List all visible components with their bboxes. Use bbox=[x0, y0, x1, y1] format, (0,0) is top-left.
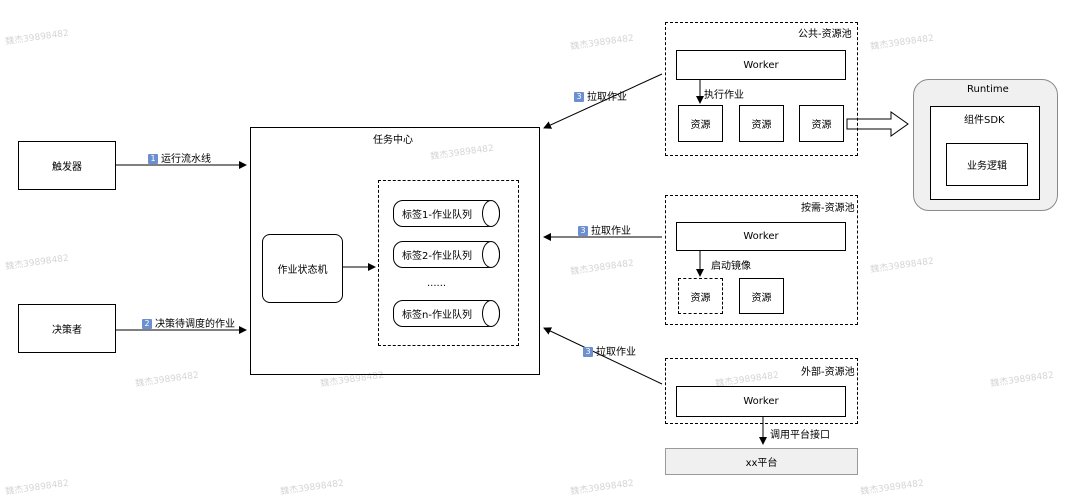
queue-2: 标签2-作业队列 bbox=[393, 241, 500, 268]
queue-ellipsis: ...... bbox=[427, 278, 447, 289]
ondemand-pool bbox=[665, 195, 858, 325]
arrow-public-pull bbox=[543, 73, 663, 129]
queue-1: 标签1-作业队列 bbox=[393, 200, 500, 227]
arrow-external-pull bbox=[543, 327, 663, 385]
external-pool-title: 外部-资源池 bbox=[801, 367, 855, 378]
task-center-title: 任务中心 bbox=[373, 135, 413, 146]
public-pool-title: 公共-资源池 bbox=[798, 29, 852, 40]
step-badge: 1 bbox=[148, 154, 158, 164]
queue-group bbox=[378, 180, 519, 346]
hollow-arrow-to-runtime bbox=[846, 111, 909, 137]
edge-label-execute-job: 执行作业 bbox=[704, 90, 744, 101]
step-badge: 3 bbox=[578, 226, 588, 236]
biz-logic-box: 业务逻辑 bbox=[946, 143, 1028, 186]
public-worker: Worker bbox=[676, 50, 846, 80]
runtime-title: Runtime bbox=[967, 84, 1009, 95]
public-resource-1: 资源 bbox=[678, 105, 723, 142]
public-pool bbox=[665, 22, 858, 156]
xx-platform: xx平台 bbox=[665, 448, 858, 475]
public-resource-3: 资源 bbox=[799, 105, 844, 142]
job-state-machine: 作业状态机 bbox=[262, 234, 343, 303]
queue-n: 标签n-作业队列 bbox=[393, 300, 500, 327]
ondemand-worker: Worker bbox=[676, 222, 846, 251]
external-worker: Worker bbox=[676, 386, 846, 417]
external-pool bbox=[665, 358, 858, 424]
step-badge: 3 bbox=[583, 347, 593, 357]
sdk-title: 组件SDK bbox=[964, 115, 1005, 126]
public-resource-2: 资源 bbox=[739, 105, 784, 142]
decider-node: 决策者 bbox=[18, 304, 116, 353]
step-badge: 2 bbox=[142, 319, 152, 329]
task-center-container bbox=[250, 127, 540, 375]
ondemand-pool-title: 按需-资源池 bbox=[801, 203, 855, 214]
edge-label-start-image: 启动镜像 bbox=[711, 261, 751, 272]
edge-label-call-platform: 调用平台接口 bbox=[770, 430, 830, 441]
ondemand-resource-dashed: 资源 bbox=[678, 278, 723, 314]
ondemand-resource: 资源 bbox=[739, 278, 784, 314]
trigger-node: 触发器 bbox=[18, 141, 116, 190]
step-badge: 3 bbox=[574, 92, 584, 102]
